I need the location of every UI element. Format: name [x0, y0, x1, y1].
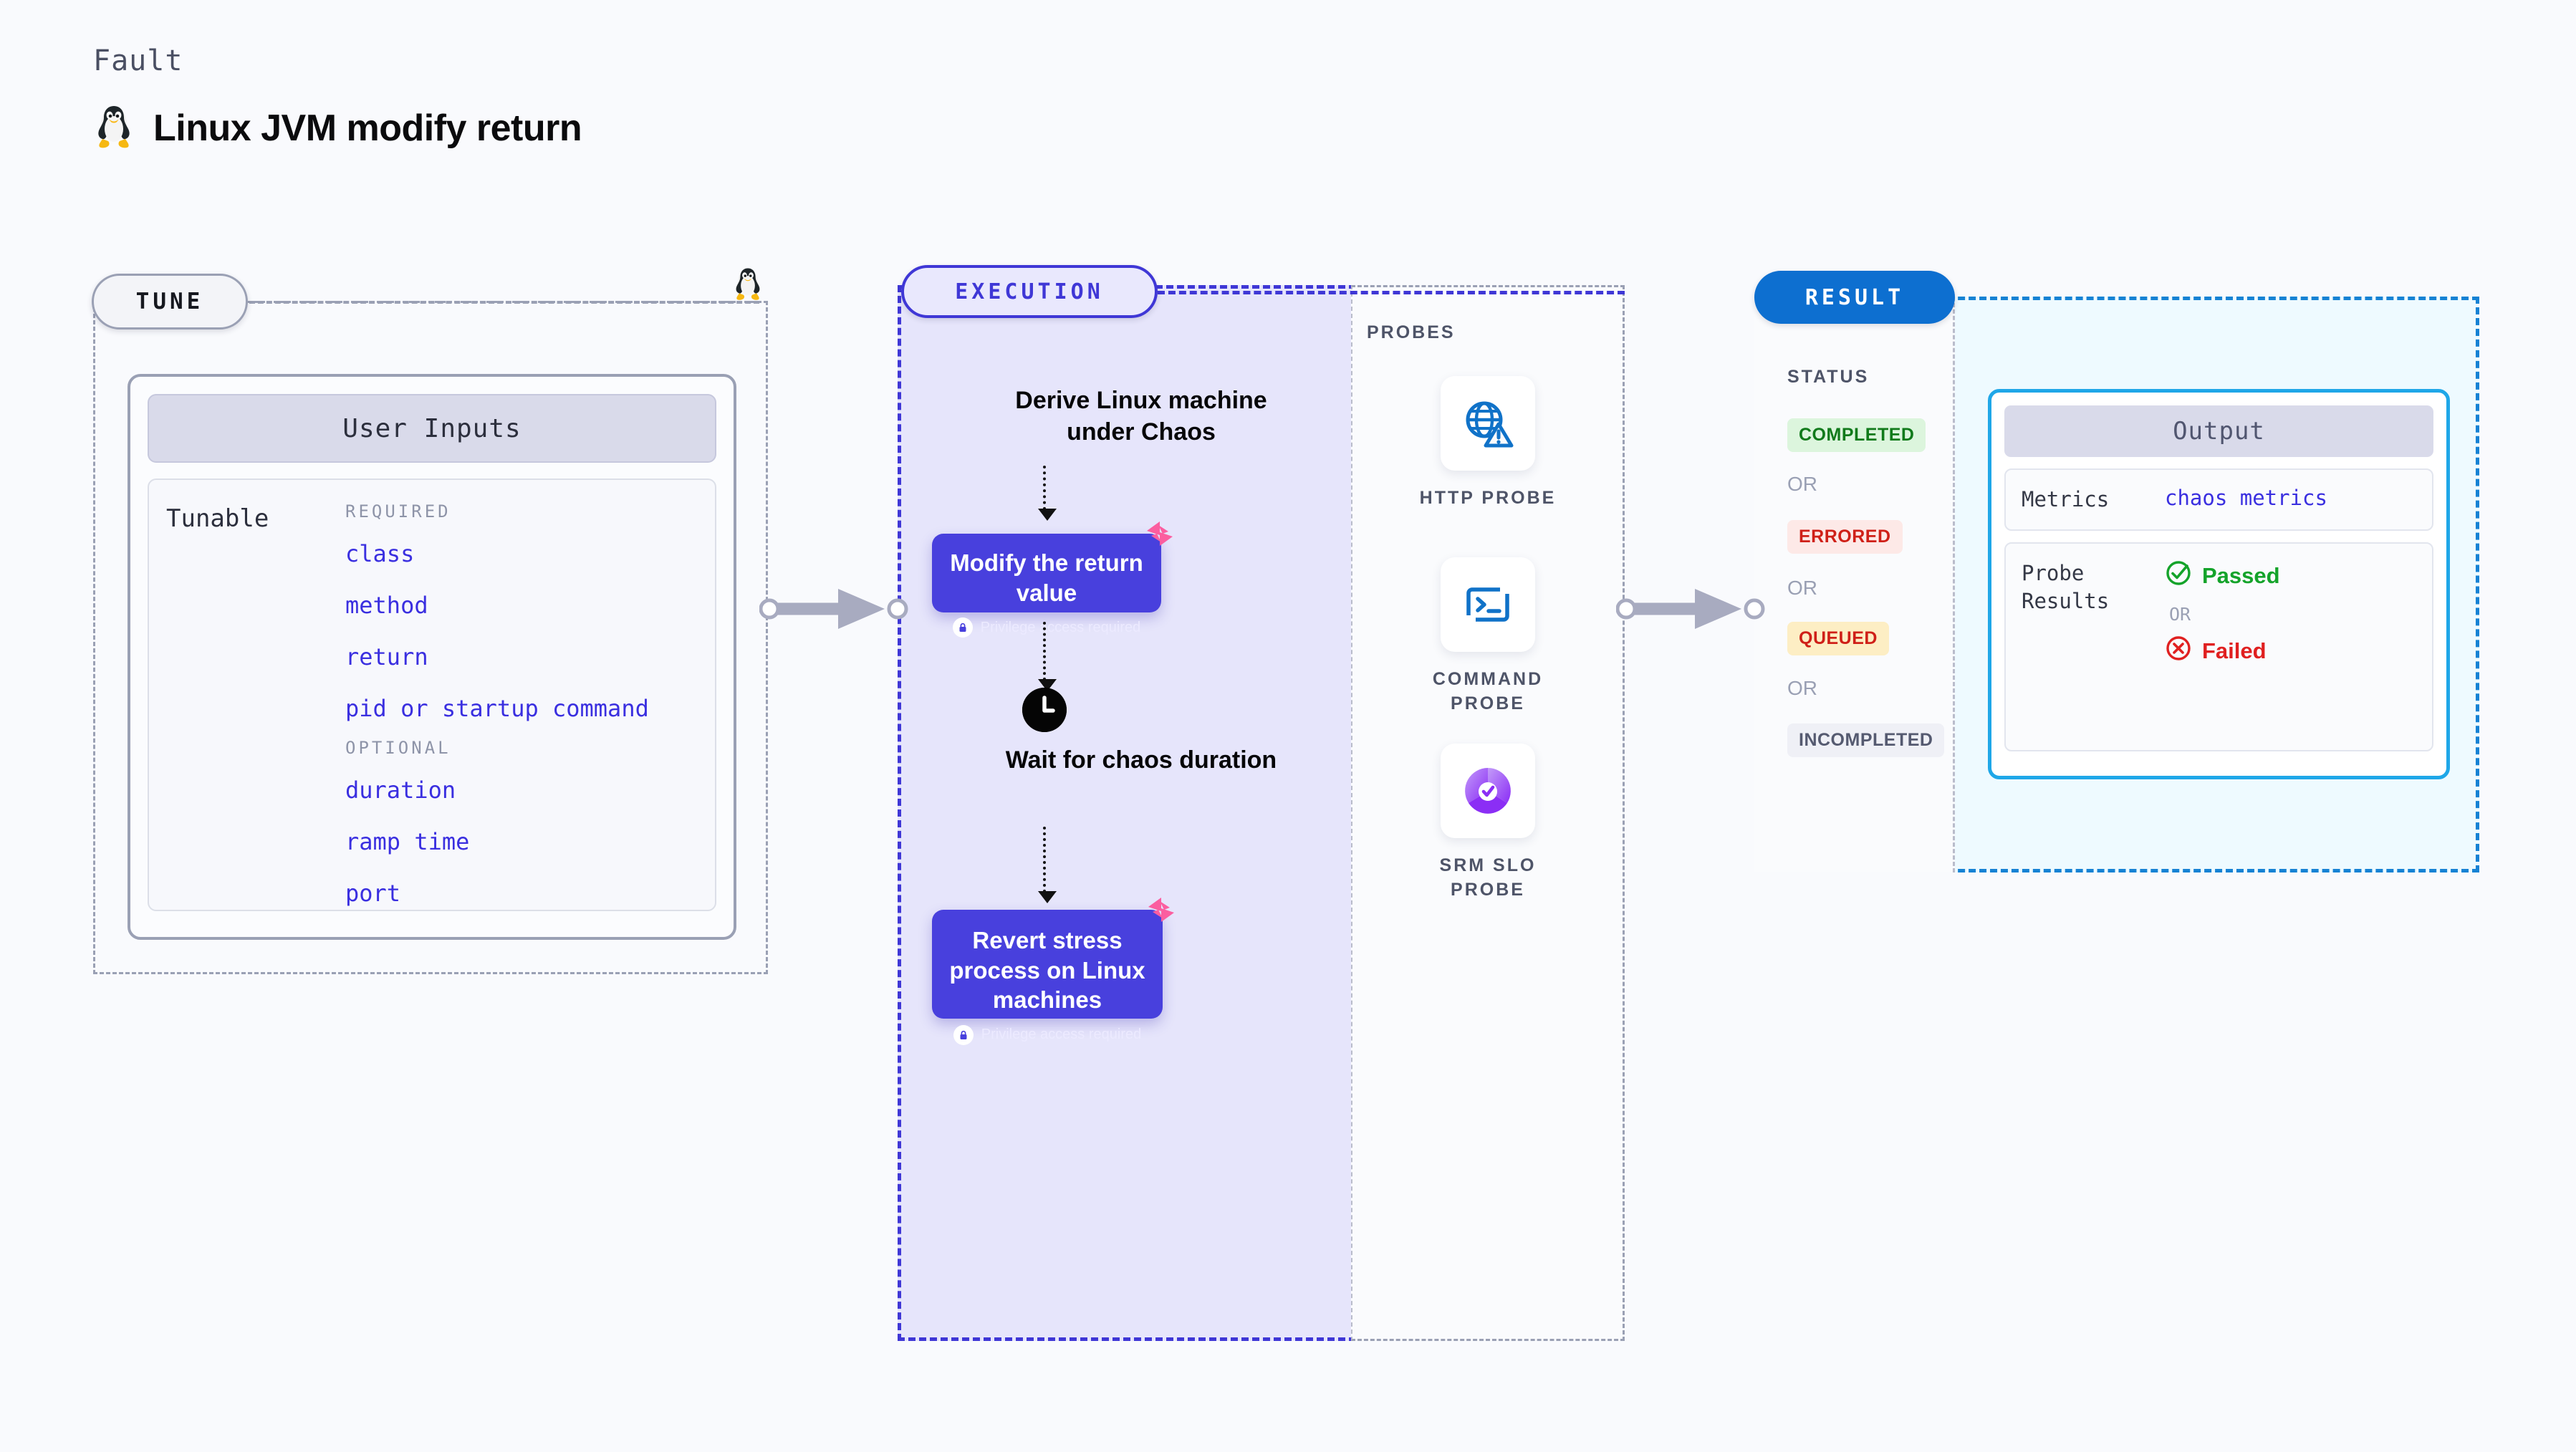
connector-execution-to-result [1615, 580, 1767, 641]
result-status-column [1754, 297, 1955, 872]
probe-http[interactable]: HTTP PROBE [1416, 376, 1559, 511]
execution-dashed-connector [1158, 291, 1625, 294]
status-badge-queued: QUEUED [1787, 622, 1889, 655]
tunable-box: Tunable REQUIRED class method return pid… [148, 479, 716, 911]
tunable-label: Tunable [166, 504, 269, 533]
probe-result-passed: Passed [2165, 559, 2280, 592]
status-badge-incompleted: INCOMPLETED [1787, 723, 1945, 757]
linux-penguin-icon [93, 105, 135, 152]
probe-command[interactable]: COMMAND PROBE [1416, 557, 1559, 716]
derive-machine-text: Derive Linux machine under Chaos [1015, 387, 1267, 446]
modify-return-value-title: Modify the return value [950, 549, 1143, 606]
result-badge: RESULT [1754, 271, 1955, 324]
status-badge-completed: COMPLETED [1787, 418, 1926, 452]
execution-badge: EXECUTION [901, 265, 1158, 318]
status-badge-errored: ERRORED [1787, 520, 1903, 554]
slo-donut-check-icon [1441, 744, 1535, 838]
chaos-badge-icon [1145, 894, 1177, 929]
status-or-3: OR [1787, 677, 1817, 699]
tunable-class[interactable]: class [345, 540, 415, 567]
output-title: Output [2004, 405, 2433, 457]
chaos-badge-icon [1144, 518, 1176, 553]
probe-command-label: COMMAND PROBE [1432, 669, 1544, 713]
fault-kicker: Fault [93, 44, 183, 77]
output-card: Output Metrics chaos metrics Probe Resul… [1988, 389, 2450, 779]
tunable-duration[interactable]: duration [345, 777, 456, 804]
optional-heading: OPTIONAL [345, 738, 451, 758]
probe-result-or: OR [2169, 604, 2191, 625]
page-header: Fault Linux JVM modify return [93, 44, 582, 152]
tunable-port[interactable]: port [345, 880, 401, 907]
privilege-note-2: Privilege access required [932, 1024, 1163, 1045]
status-label: STATUS [1787, 367, 1870, 387]
probe-result-failed: Failed [2165, 635, 2280, 668]
tune-badge: TUNE [92, 274, 248, 330]
flow-arrow-2 [1038, 622, 1057, 691]
tunable-list: REQUIRED class method return pid or star… [345, 499, 698, 907]
connector-tune-to-execution [759, 580, 910, 641]
page-title: Linux JVM modify return [153, 107, 582, 149]
modify-return-value-card[interactable]: Modify the return value Privilege access… [932, 521, 1173, 638]
globe-warning-icon [1441, 376, 1535, 471]
required-heading: REQUIRED [345, 501, 451, 521]
probe-srm-slo-label: SRM SLO PROBE [1439, 855, 1537, 900]
probe-srm-slo[interactable]: SRM SLO PROBE [1416, 744, 1559, 903]
privilege-note-1: Privilege access required [932, 617, 1161, 638]
probe-result-passed-label: Passed [2202, 563, 2280, 589]
tunable-method[interactable]: method [345, 592, 428, 619]
metrics-value[interactable]: chaos metrics [2165, 486, 2327, 510]
probe-http-label: HTTP PROBE [1419, 488, 1557, 508]
lock-icon [952, 617, 973, 638]
user-inputs-title: User Inputs [148, 394, 716, 463]
flow-arrow-3 [1038, 827, 1057, 903]
probe-result-failed-label: Failed [2202, 638, 2267, 664]
probe-results-values: Passed OR Failed [2165, 559, 2280, 734]
wait-for-chaos-duration-text: Wait for chaos duration [1005, 746, 1277, 774]
probe-results-key: Probe Results [2022, 561, 2110, 614]
clock-icon [1022, 688, 1067, 732]
revert-stress-process-card[interactable]: Revert stress process on Linux machines … [932, 898, 1174, 1045]
terminal-icon [1441, 557, 1535, 652]
status-or-2: OR [1787, 577, 1817, 599]
metrics-key: Metrics [2022, 487, 2110, 511]
revert-stress-process-title: Revert stress process on Linux machines [949, 927, 1145, 1014]
privilege-note-1-text: Privilege access required [980, 619, 1141, 635]
tunable-ramp-time[interactable]: ramp time [345, 828, 470, 855]
flow-arrow-1 [1038, 466, 1057, 521]
status-or-1: OR [1787, 473, 1817, 495]
tune-dashed-connector [249, 301, 759, 304]
fault-title-row: Linux JVM modify return [93, 105, 582, 152]
probes-label: PROBES [1367, 322, 1456, 342]
user-inputs-card: User Inputs Tunable REQUIRED class metho… [128, 374, 736, 940]
probe-results-section: Probe Results Passed OR [2004, 542, 2433, 752]
tunable-pid-or-startup-command[interactable]: pid or startup command [345, 695, 649, 722]
tunable-return[interactable]: return [345, 643, 428, 670]
check-circle-icon [2165, 559, 2192, 592]
linux-penguin-icon [732, 266, 764, 304]
privilege-note-2-text: Privilege access required [981, 1027, 1142, 1043]
lock-icon [953, 1024, 974, 1045]
x-circle-icon [2165, 635, 2192, 668]
metrics-section: Metrics chaos metrics [2004, 468, 2433, 532]
